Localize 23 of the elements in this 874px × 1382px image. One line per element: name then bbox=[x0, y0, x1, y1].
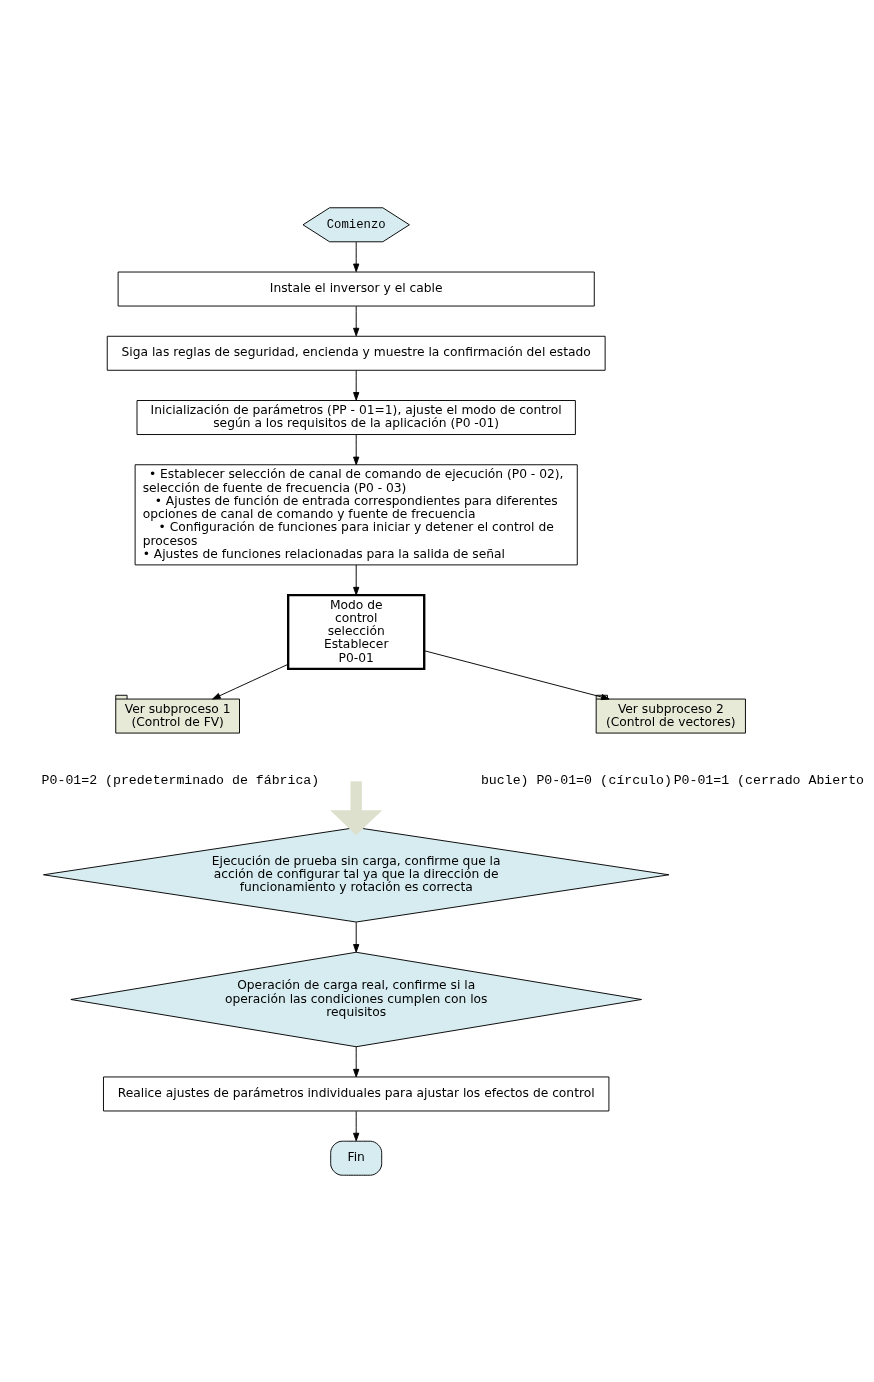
arrow bbox=[353, 241, 360, 272]
node-diamond: Operación de carga real, confirme si la operación las condiciones cumplen con los requisitos bbox=[70, 951, 642, 1047]
arrow bbox=[353, 921, 360, 952]
node-box: Inicialización de parámetros (PP - 01=1), ajuste el modo de control según a los requisitos de la aplicación (P0 -01) bbox=[136, 399, 576, 435]
arrow bbox=[353, 305, 360, 336]
arrow bbox=[353, 564, 360, 595]
node-box: Modo de control selección Establecer P0-01 bbox=[287, 593, 426, 670]
arrow bbox=[353, 1110, 360, 1141]
arrow bbox=[212, 663, 289, 699]
arrow bbox=[330, 780, 383, 835]
node-box: Siga las reglas de seguridad, encienda y muestre la confirmación del estado bbox=[106, 335, 606, 371]
node-label: círculo) bbox=[608, 772, 672, 788]
arrow bbox=[353, 1045, 360, 1077]
node-label: P0-01=2 (predeterminado de fábrica) bbox=[41, 772, 320, 788]
arrow bbox=[353, 369, 360, 401]
arrow bbox=[353, 433, 360, 465]
node-diamond: Ejecución de prueba sin carga, confirme que la acción de configurar tal ya que la dirección de funcionamiento y rotación es correcta bbox=[43, 826, 670, 922]
node-box: Instale el inversor y el cable bbox=[117, 271, 595, 306]
node-label: P0-01=1 (cerrado Abierto bbox=[673, 772, 865, 788]
node-box: Fin bbox=[330, 1140, 383, 1176]
node-label: bucle) P0-01=0 ( bbox=[480, 772, 608, 788]
node-box: • Establecer selección de canal de comando de ejecución (P0 - 02), selección de fuente de frecuencia (P0 - 03) • Ajustes de función de entrada correspondientes para diferentes opciones de canal de comando y fuente de frecuencia • Configuración de funciones para iniciar y detener el control de procesos • Ajustes de funciones relacionadas para la salida de señal bbox=[134, 463, 578, 565]
node-box: Realice ajustes de parámetros individuales para ajustar los efectos de control bbox=[103, 1076, 610, 1111]
